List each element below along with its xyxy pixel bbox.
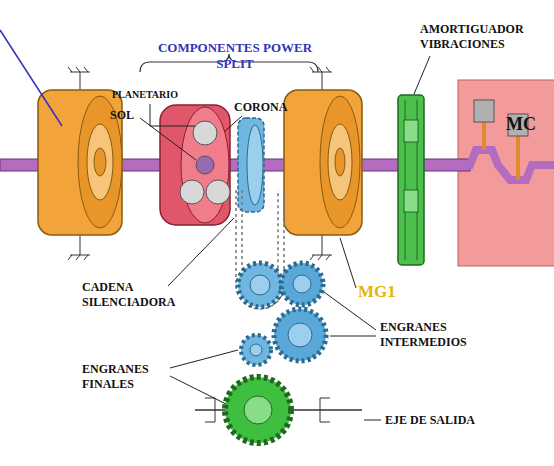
motor-generator-1: [284, 90, 362, 235]
part-label: ENGRANES FINALES: [82, 362, 172, 392]
part-label: SOL: [110, 108, 150, 123]
engine-box: MC: [470, 110, 540, 138]
silent-chain: [236, 190, 284, 309]
pistons: [474, 100, 528, 180]
part-label: CORONA: [234, 100, 304, 115]
part-label: EJE DE SALIDA: [385, 413, 515, 428]
gear-train: [195, 263, 362, 443]
planetary-gear-set: [160, 105, 230, 225]
motor-generator-left: [38, 90, 122, 235]
part-label: CADENA SILENCIADORA: [82, 280, 194, 310]
engine-label: MC: [474, 114, 536, 134]
leader-lines: [0, 30, 430, 420]
part-label: PLANETARIO: [112, 88, 202, 101]
group-title: COMPONENTES POWER SPLIT: [140, 40, 330, 72]
crankshaft: [440, 150, 554, 180]
vibration-damper: [398, 95, 424, 265]
motor-label: MG1: [358, 282, 418, 302]
part-label: AMORTIGUADOR VIBRACIONES: [420, 22, 552, 52]
part-label: ENGRANES INTERMEDIOS: [380, 320, 492, 350]
